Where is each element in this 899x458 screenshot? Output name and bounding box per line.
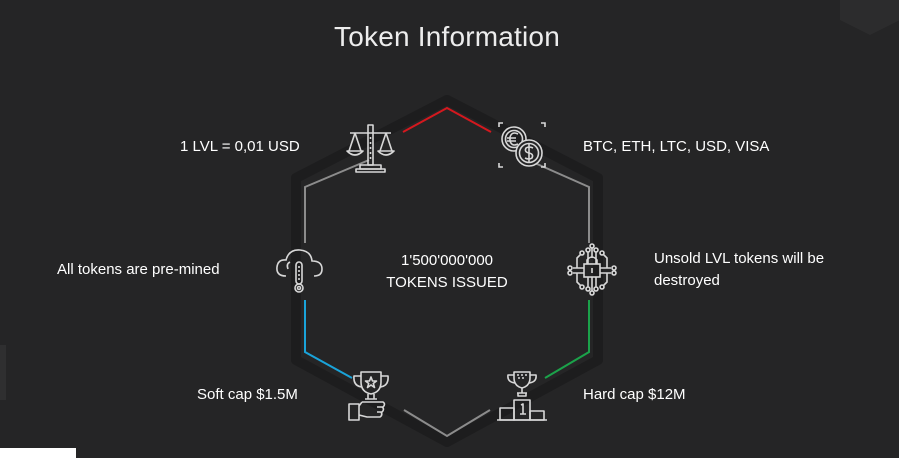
circuit-lock-icon [563,240,621,298]
corner-hexagon-decoration [840,0,899,35]
soft-cap-label: Soft cap $1.5M [197,386,298,403]
hard-cap-label: Hard cap $12M [583,386,686,403]
hex-edge-left-blue [304,300,353,379]
hex-edge-upper-left [304,159,370,243]
left-edge-decoration [0,345,6,400]
page-title: Token Information [334,21,560,52]
trophy-hand-icon [341,366,399,424]
hex-edge-upper-right [527,159,590,243]
tokens-issued-caption: TOKENS ISSUED [386,274,508,291]
scale-icon [341,117,399,175]
rate-label: 1 LVL = 0,01 USD [180,138,300,155]
bottom-left-bar [0,448,76,458]
hex-edge-top-red [402,106,492,133]
payment-methods-label: BTC, ETH, LTC, USD, VISA [583,138,770,155]
unsold-tokens-label: Unsold LVL tokens will be destroyed [654,250,825,289]
hex-edge-right-green [544,300,590,379]
hex-edge-bottom [403,409,491,438]
token-supply-value: 1'500'000'000 [400,252,493,269]
podium-cup-icon [493,366,551,424]
coins-icon [493,117,551,175]
tokens-issued-block: 1'500'000'000 TOKENS ISSUED [367,250,527,294]
cloud-thermometer-icon [270,240,328,298]
premined-label: All tokens are pre-mined [57,261,220,278]
